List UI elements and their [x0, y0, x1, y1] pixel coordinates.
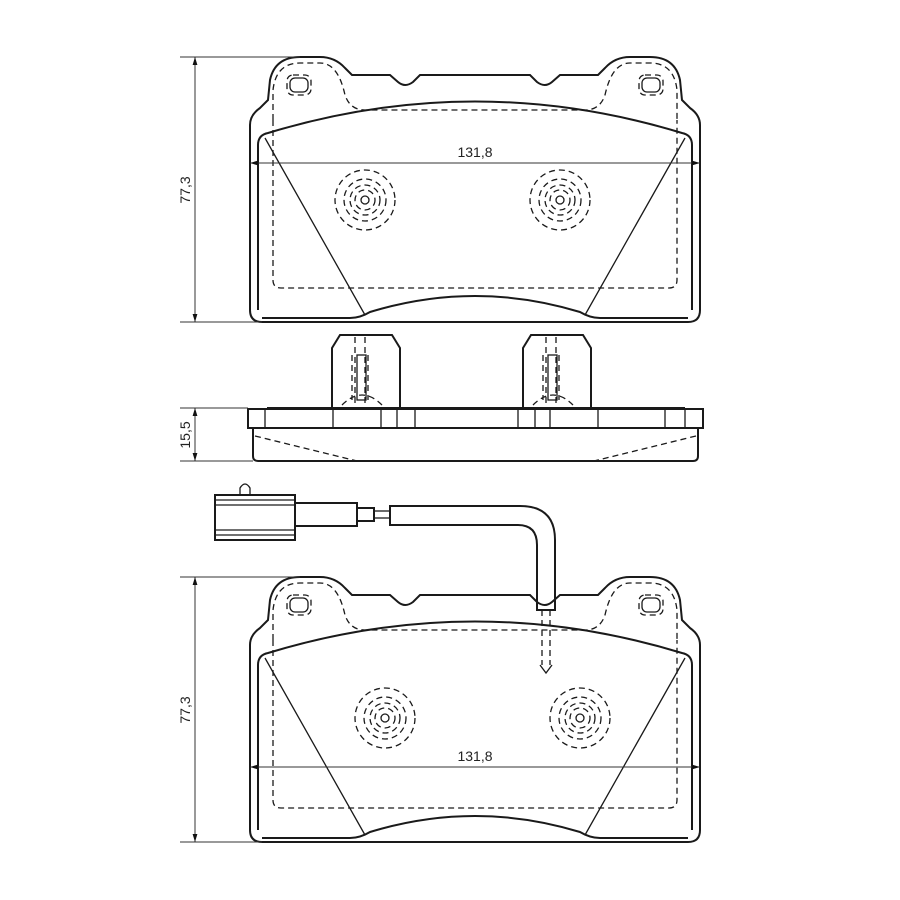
- height-dimension: 77,3: [177, 56, 300, 323]
- width-label-bottom: 131,8: [457, 748, 492, 764]
- width-dimension: 131,8: [250, 144, 700, 166]
- top-pad-front-view: 77,3 131,8: [177, 56, 701, 323]
- piston-mark-icon: [354, 687, 416, 749]
- clip-right: [522, 334, 592, 408]
- height-dimension-bottom: 77,3: [177, 576, 300, 843]
- thickness-dimension: 15,5: [177, 407, 253, 462]
- clip-left: [331, 334, 401, 408]
- piston-mark-icon: [549, 687, 611, 749]
- height-label: 77,3: [177, 176, 193, 203]
- width-label: 131,8: [457, 144, 492, 160]
- piston-mark-icon: [334, 169, 396, 231]
- thickness-label: 15,5: [177, 421, 193, 448]
- wear-sensor: [214, 483, 556, 675]
- piston-mark-icon: [529, 169, 591, 231]
- height-label-bottom: 77,3: [177, 696, 193, 723]
- bottom-pad-front-view: 77,3 131,8: [177, 576, 701, 843]
- width-dimension-bottom: 131,8: [250, 748, 700, 770]
- pad-side-view: 15,5: [177, 334, 704, 462]
